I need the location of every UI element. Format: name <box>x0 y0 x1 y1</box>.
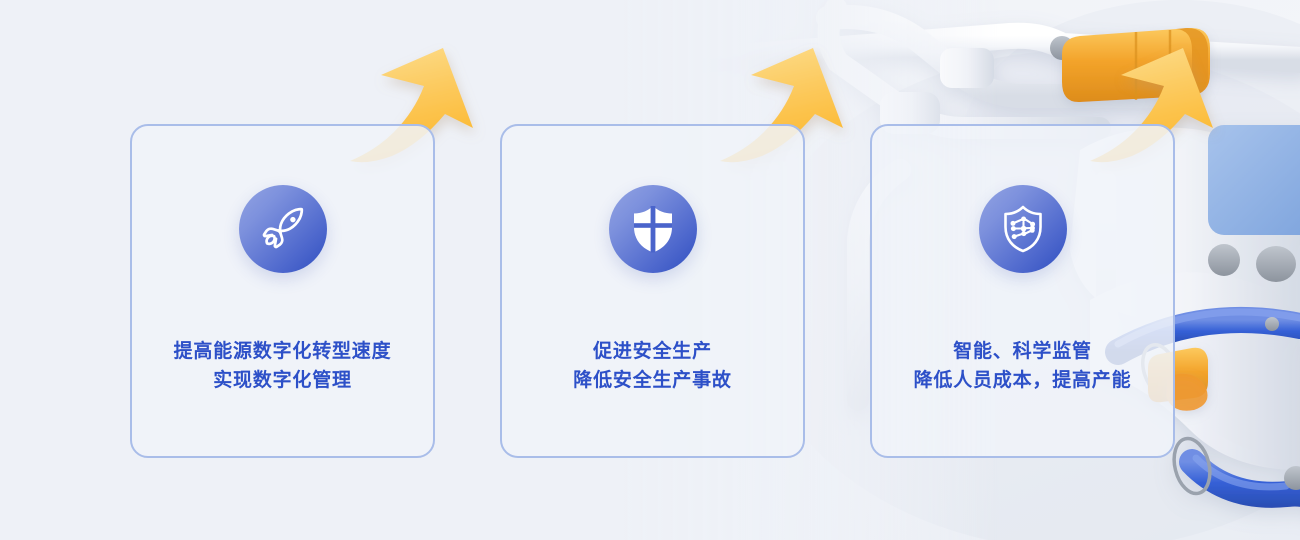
shield-icon <box>629 204 677 254</box>
benefit-card-text: 智能、科学监管 降低人员成本，提高产能 <box>913 341 1132 392</box>
shield-network-icon-badge <box>978 185 1067 273</box>
shield-network-icon <box>999 204 1047 254</box>
benefit-card-energy-digital[interactable]: 提高能源数字化转型速度 实现数字化管理 <box>130 124 435 458</box>
rocket-icon <box>258 204 308 254</box>
shield-icon-badge <box>608 185 697 273</box>
benefit-card-safe-production[interactable]: 促进安全生产 降低安全生产事故 <box>500 124 805 458</box>
rocket-icon-badge <box>238 185 327 273</box>
benefit-card-smart-supervision[interactable]: 智能、科学监管 降低人员成本，提高产能 <box>870 124 1175 458</box>
benefit-card-text: 促进安全生产 降低安全生产事故 <box>573 341 732 392</box>
benefit-card-text: 提高能源数字化转型速度 实现数字化管理 <box>173 341 392 392</box>
